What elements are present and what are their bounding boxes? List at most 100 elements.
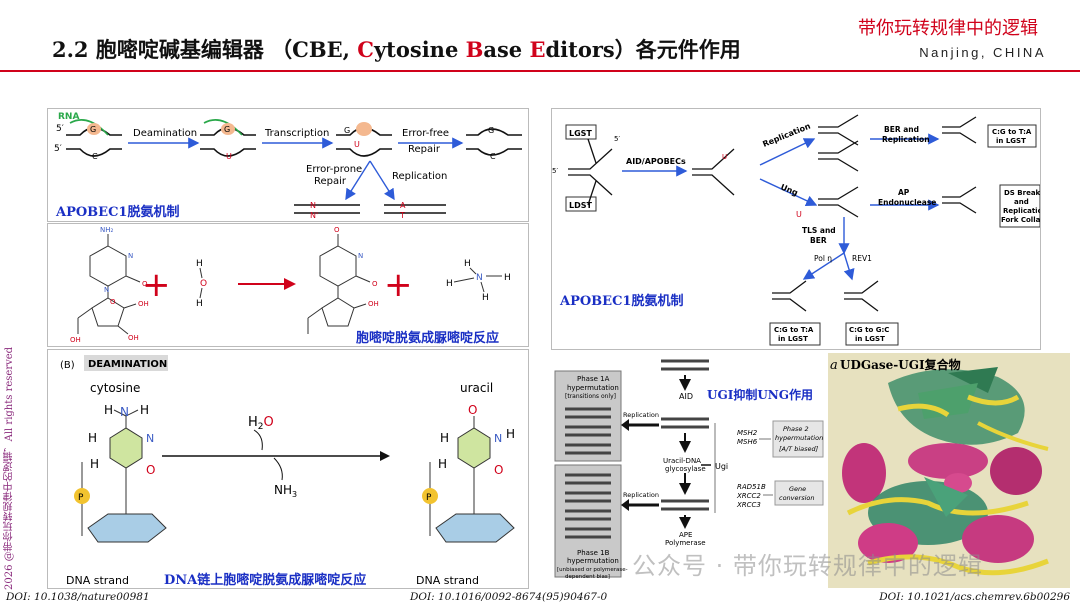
svg-text:Endonuclease: Endonuclease (878, 198, 936, 207)
ammonia-label: NH3 (274, 483, 297, 499)
svg-text:DS Break: DS Break (1004, 189, 1041, 197)
svg-text:U: U (722, 153, 727, 161)
panel-f-caption: UDGase-UGI复合物 (840, 357, 961, 372)
svg-text:H: H (90, 457, 99, 471)
svg-text:MSH2: MSH2 (737, 429, 758, 437)
svg-text:Replication: Replication (392, 171, 447, 182)
replication-fork-2 (692, 148, 735, 196)
sugar-shape-2 (435, 513, 515, 543)
cytosine-ring (109, 427, 143, 469)
svg-text:G: G (344, 126, 350, 135)
svg-text:TLS and: TLS and (802, 226, 836, 235)
svg-text:XRCC3: XRCC3 (736, 501, 761, 509)
svg-text:5′: 5′ (614, 135, 620, 143)
svg-text:H: H (504, 273, 511, 283)
svg-text:H: H (446, 279, 453, 289)
fork-group-bottom (772, 280, 879, 312)
svg-text:O: O (146, 463, 155, 477)
svg-text:Deamination: Deamination (133, 128, 197, 139)
svg-text:O: O (494, 463, 503, 477)
svg-text:Ugi: Ugi (715, 462, 728, 471)
svg-text:H: H (482, 293, 489, 303)
svg-text:cytosine: cytosine (90, 381, 140, 395)
svg-text:H: H (506, 427, 515, 441)
uracil-ring (457, 427, 491, 469)
svg-text:H: H (140, 403, 149, 417)
svg-text:H: H (88, 431, 97, 445)
svg-text:AID/APOBECs: AID/APOBECs (626, 157, 686, 166)
svg-text:T: T (399, 211, 405, 220)
cytidine-structure (77, 234, 141, 335)
svg-text:Replication: Replication (623, 411, 659, 419)
svg-text:NH₂: NH₂ (100, 226, 114, 234)
svg-text:O: O (468, 403, 477, 417)
doi-right: DOI: 10.1021/acs.chemrev.6b00296 (879, 591, 1070, 603)
fork-group-ap (942, 186, 977, 214)
svg-text:and: and (1014, 198, 1029, 206)
svg-text:Polymerase: Polymerase (665, 539, 706, 547)
product-duplex-n (294, 204, 360, 214)
svg-text:Replication: Replication (623, 491, 659, 499)
header-divider (0, 70, 1080, 72)
svg-text:OH: OH (368, 300, 379, 308)
svg-text:RNA: RNA (58, 112, 79, 122)
doi-left: DOI: 10.1038/nature00981 (6, 591, 150, 603)
panel-deamination-reaction: NH₂ N O N O OH OH OH + H O H O N O OH + … (47, 223, 529, 347)
svg-text:BER and: BER and (884, 125, 919, 134)
svg-text:C:G to T:A: C:G to T:A (992, 128, 1032, 136)
svg-text:[unbiased or polymerase-: [unbiased or polymerase- (557, 567, 628, 573)
svg-text:OH: OH (138, 300, 149, 308)
svg-text:O: O (372, 280, 378, 288)
ung-path-arrow (759, 178, 818, 206)
water-label: H2O (248, 415, 274, 432)
svg-text:H: H (438, 457, 447, 471)
enzyme-blob (87, 123, 101, 135)
panel-d-caption: APOBEC1脱氨机制 (559, 293, 683, 309)
svg-text:DEAMINATION: DEAMINATION (88, 359, 167, 370)
phosphate-icon (74, 488, 90, 504)
svg-text:O: O (110, 298, 116, 306)
ammonia-molecule: H N H H H (446, 259, 511, 303)
svg-text:U: U (354, 140, 360, 149)
doi-middle: DOI: 10.1016/0092-8674(95)90467-0 (410, 591, 608, 603)
replication-path-arrow (759, 138, 816, 166)
svg-text:uracil: uracil (460, 381, 493, 395)
svg-text:MSH6: MSH6 (737, 438, 758, 446)
svg-text:5′: 5′ (552, 167, 558, 175)
svg-text:Pol η: Pol η (814, 254, 832, 263)
svg-text:H: H (196, 299, 203, 309)
svg-text:(B): (B) (60, 360, 75, 371)
svg-text:P: P (426, 493, 432, 503)
svg-text:DNA strand: DNA strand (416, 574, 479, 587)
svg-text:AP: AP (898, 188, 910, 197)
replication-arrow (369, 160, 395, 201)
dna-ladders-1b (565, 473, 611, 539)
uridine-structure (307, 234, 371, 334)
svg-text:hypermutation: hypermutation (775, 434, 823, 442)
svg-text:H: H (196, 259, 203, 269)
svg-text:LGST: LGST (569, 129, 592, 138)
panel-udgase-ugi-complex: a UDGase-UGI复合物 (828, 353, 1070, 588)
svg-text:Repair: Repair (314, 176, 347, 187)
brand-name: 带你玩转规律中的逻辑 (858, 18, 1038, 39)
svg-text:Uracil-DNA: Uracil-DNA (663, 457, 701, 465)
svg-text:a: a (830, 358, 838, 373)
panel-e-caption: UGI抑制UNG作用 (707, 387, 813, 402)
wechat-watermark: 公众号 · 带你玩转规律中的逻辑 (632, 552, 983, 580)
svg-text:BER: BER (810, 236, 827, 245)
panel-dna-strand-deamination: (B) DEAMINATION cytosine H N H N O H H P… (47, 349, 529, 589)
fork-group-top (818, 114, 859, 172)
svg-text:[transitions only]: [transitions only] (565, 393, 616, 400)
error-prone-arrow (345, 160, 371, 201)
svg-text:Fork Collapse: Fork Collapse (1001, 216, 1041, 224)
svg-text:hypermutation: hypermutation (567, 384, 619, 392)
product-duplex-at (384, 204, 446, 214)
svg-text:in LGST: in LGST (996, 137, 1026, 145)
svg-text:glycosylase: glycosylase (665, 465, 706, 473)
svg-text:C: C (92, 152, 98, 161)
dna-ladders-1a (565, 407, 611, 455)
svg-text:REV1: REV1 (852, 254, 872, 263)
panel-ugi-phases: Phase 1A hypermutation [transitions only… (551, 353, 827, 588)
deamination-tag (84, 355, 168, 371)
protein-structure-image (842, 367, 1049, 576)
